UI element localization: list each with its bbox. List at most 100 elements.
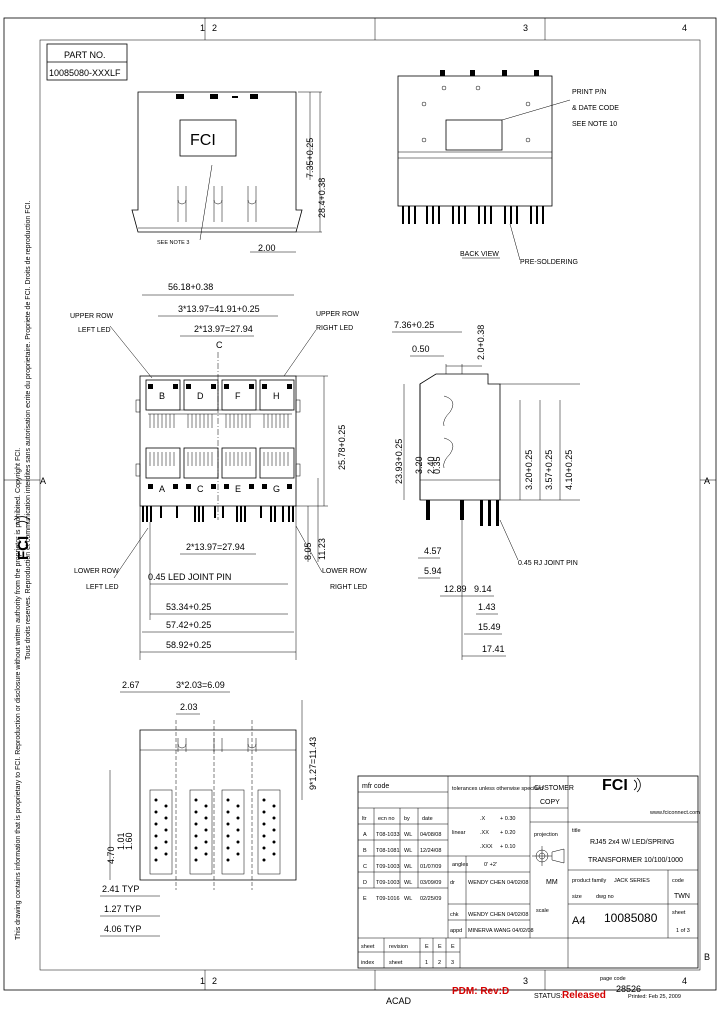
website: www.fciconnect.com	[649, 810, 700, 816]
fci-logo-title: FCI	[602, 777, 628, 794]
print-pn-note: PRINT P/N	[572, 89, 607, 96]
svg-text:size: size	[572, 894, 582, 900]
svg-text:RIGHT LED: RIGHT LED	[330, 584, 367, 591]
dim-41-91: 3*13.97=41.91+0.25	[178, 304, 260, 314]
svg-text:C: C	[216, 340, 223, 350]
dim-4-10: 4.10+0.25	[564, 450, 574, 490]
see-note-3: SEE NOTE 3	[157, 240, 189, 246]
dim-7-35: 7.35+0.25	[305, 138, 315, 178]
dim-2-40: 2.40	[426, 456, 436, 474]
rj-joint-pin: 0.45 RJ JOINT PIN	[518, 560, 578, 567]
back-view: PRINT P/N & DATE CODE SEE NOTE 10 BACK V…	[397, 70, 619, 266]
fci-logo-icon	[633, 777, 641, 793]
pdm-revision: PDM: Rev:D	[452, 986, 509, 997]
dim-4-57: 4.57	[424, 546, 442, 556]
code-value: TWN	[674, 893, 690, 900]
grid-col-4-bottom: 4	[682, 976, 687, 986]
svg-text:03/09/09: 03/09/09	[420, 880, 441, 886]
svg-text:linear: linear	[452, 830, 466, 836]
tolerances-label: tolerances unless otherwise specified	[452, 786, 543, 792]
dim-3-20-side: 3.20+0.25	[524, 450, 534, 490]
footer: ACAD PDM: Rev:D STATUS: Released page co…	[386, 976, 681, 1006]
svg-text:WL: WL	[404, 848, 412, 854]
svg-text:A: A	[159, 484, 165, 494]
svg-text:C: C	[197, 484, 204, 494]
size-value: A4	[572, 915, 585, 927]
scale-label: scale	[536, 908, 549, 914]
svg-text:ecn no: ecn no	[378, 816, 395, 822]
svg-text:3: 3	[451, 960, 454, 966]
svg-text:by: by	[404, 816, 410, 822]
dim-57-42: 57.42+0.25	[166, 620, 211, 630]
svg-text:01/07/09: 01/07/09	[420, 864, 441, 870]
upper-ports: B D F H	[145, 379, 295, 428]
svg-text:02/25/09: 02/25/09	[420, 896, 441, 902]
svg-text:SEE NOTE 10: SEE NOTE 10	[572, 121, 617, 128]
sheet-count: 1 of 3	[676, 928, 690, 934]
inner-frame	[39, 39, 701, 971]
pre-soldering-label: PRE-SOLDERING	[520, 259, 578, 266]
lower-row-right-led-label: LOWER ROW	[322, 568, 367, 575]
dim-27-94: 2*13.97=27.94	[194, 324, 253, 334]
svg-text:dwg no: dwg no	[596, 894, 614, 900]
dim-53-34: 53.34+0.25	[166, 602, 211, 612]
grid-col-3-bottom: 3	[523, 976, 528, 986]
grid-col-1-bottom: 1	[200, 976, 205, 986]
product-family-label: product family	[572, 878, 606, 884]
svg-text:WL: WL	[404, 896, 412, 902]
svg-text:sheet: sheet	[389, 960, 403, 966]
title-label: title	[572, 828, 581, 834]
svg-text:+ 0.20: + 0.20	[500, 830, 515, 836]
printed-date: Printed: Feb 25, 2009	[628, 994, 681, 1000]
dim-56-18: 56.18+0.38	[168, 282, 213, 292]
svg-text:10085080-XXXLF: 10085080-XXXLF	[49, 68, 121, 78]
upper-row-left-led-label: UPPER ROW	[70, 313, 114, 320]
drawing-title-2: TRANSFORMER 10/100/1000	[588, 857, 683, 864]
legal-text-left: This drawing contains information that i…	[15, 448, 22, 940]
lower-ports: A C E G	[145, 447, 295, 494]
top-view: FCI 7.35+0.25 28.4+0.38 2.00 SEE NOTE 3	[131, 91, 327, 253]
led-joint-pin: 0.45 LED JOINT PIN	[148, 572, 231, 582]
dim-6-09: 3*2.03=6.09	[176, 680, 225, 690]
svg-text:T08-1033: T08-1033	[376, 832, 400, 838]
svg-text:sheet: sheet	[361, 944, 375, 950]
revision-table: A T08-1033 WL 04/08/08 B T08-1081 WL 12/…	[363, 832, 441, 902]
svg-text:E: E	[438, 944, 442, 950]
acad-label: ACAD	[386, 996, 412, 1006]
lower-row-left-led-label: LOWER ROW	[74, 568, 119, 575]
drawing-number: 10085080	[604, 911, 658, 925]
dim-5-94: 5.94	[424, 566, 442, 576]
customer-copy-1: CUSTOMER	[534, 785, 574, 792]
dim-15-49: 15.49	[478, 622, 501, 632]
svg-text:index: index	[361, 960, 374, 966]
side-view: 7.36+0.25 2.0+0.38 0.50 23.93+0.25 3.20 …	[392, 320, 580, 660]
page-code: 28526	[616, 984, 641, 994]
dim-1-01: 1.01	[116, 832, 126, 850]
svg-text:T08-1081: T08-1081	[376, 848, 400, 854]
svg-text:angles: angles	[452, 862, 468, 868]
projection-label: projection	[534, 832, 558, 838]
svg-text:.XXX: .XXX	[480, 844, 493, 850]
svg-text:WL: WL	[404, 864, 412, 870]
dim-27-94-lower: 2*13.97=27.94	[186, 542, 245, 552]
svg-text:12/24/08: 12/24/08	[420, 848, 441, 854]
grid-row-b-right: B	[704, 952, 710, 962]
dim-11-43: 9*1.27=11.43	[308, 737, 318, 790]
svg-text:dr: dr	[450, 880, 455, 886]
dim-1-43: 1.43	[478, 602, 496, 612]
dim-7-36: 7.36+0.25	[394, 320, 434, 330]
grid-row-a: A	[40, 476, 46, 486]
svg-text:PART NO.: PART NO.	[64, 50, 106, 60]
approved-by: MINERVA WANG 04/02/08	[468, 928, 534, 934]
svg-text:D: D	[197, 391, 204, 401]
svg-text:FCI: FCI	[15, 536, 32, 560]
svg-text:WL: WL	[404, 832, 412, 838]
dim-23-93: 23.93+0.25	[394, 439, 404, 484]
dim-58-92: 58.92+0.25	[166, 640, 211, 650]
legal-text-right: Tous droits reserves. Reproduction et co…	[25, 200, 32, 660]
svg-text:sheet: sheet	[672, 910, 686, 916]
svg-text:H: H	[273, 391, 280, 401]
svg-text:WL: WL	[404, 880, 412, 886]
mfr-code-label: mfr code	[362, 783, 389, 790]
sheet-border	[3, 17, 717, 991]
